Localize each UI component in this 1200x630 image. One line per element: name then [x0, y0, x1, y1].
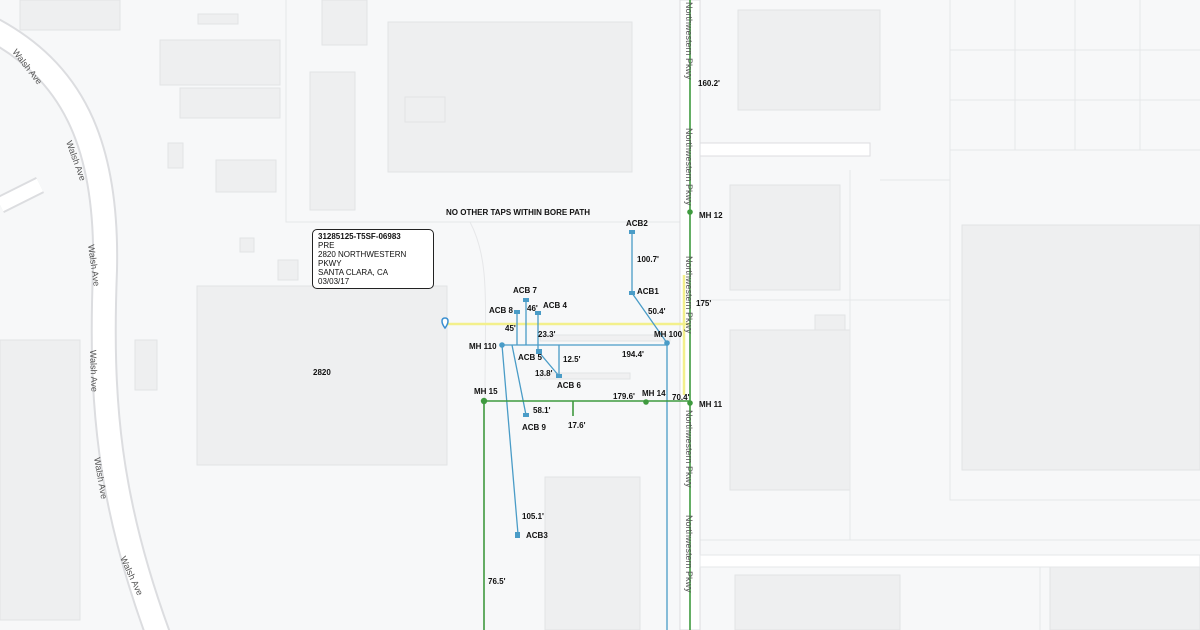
label-acb1: ACB1 [637, 287, 659, 296]
ticket-address: 2820 NORTHWESTERN PKWY [318, 250, 407, 268]
gas-lines [483, 0, 691, 630]
acb4-marker[interactable] [535, 311, 541, 315]
annotations: NO OTHER TAPS WITHIN BORE PATH 2820 ACB2… [313, 79, 723, 586]
street-label-northwestern: Northwestern Pkwy [684, 410, 694, 488]
acb7-marker[interactable] [523, 298, 529, 302]
distance-label: 45' [505, 324, 516, 333]
label-mh11: MH 11 [699, 400, 723, 409]
street-label-northwestern: Northwestern Pkwy [684, 256, 694, 334]
distance-label: 194.4' [622, 350, 644, 359]
mh14-marker[interactable] [643, 399, 649, 405]
street-label-walsh: Walsh Ave [88, 350, 99, 392]
building-label: 2820 [313, 368, 331, 377]
street-label-northwestern: Northwestern Pkwy [684, 128, 694, 206]
acb8-marker[interactable] [514, 310, 520, 314]
label-acb6: ACB 6 [557, 381, 582, 390]
mh110-marker[interactable] [499, 342, 505, 348]
distance-label: 105.1' [522, 512, 544, 521]
distance-label: 17.6' [568, 421, 586, 430]
distance-label: 13.8' [535, 369, 553, 378]
label-mh15: MH 15 [474, 387, 498, 396]
ticket-city: SANTA CLARA, CA [318, 268, 389, 277]
label-mh14: MH 14 [642, 389, 666, 398]
mh12-marker[interactable] [687, 209, 693, 215]
street-label-northwestern: Northwestern Pkwy [684, 515, 694, 593]
mh100-marker[interactable] [664, 340, 670, 346]
label-mh110: MH 110 [469, 342, 497, 351]
label-acb5: ACB 5 [518, 353, 543, 362]
acb9-marker[interactable] [523, 413, 529, 417]
structures [480, 209, 693, 538]
distance-label: 160.2' [698, 79, 720, 88]
label-acb8: ACB 8 [489, 306, 514, 315]
acb2-marker[interactable] [629, 230, 635, 234]
distance-label: 23.3' [538, 330, 556, 339]
label-mh12: MH 12 [699, 211, 723, 220]
label-acb3: ACB3 [526, 531, 548, 540]
ticket-status: PRE [318, 241, 335, 250]
street-label-northwestern: Northwestern Pkwy [684, 2, 694, 80]
acb6-marker[interactable] [556, 374, 562, 378]
distance-label: 76.5' [488, 577, 506, 586]
ticket-id: 31285125-T5SF-06983 [318, 232, 401, 241]
distance-label: 100.7' [637, 255, 659, 264]
label-acb4: ACB 4 [543, 301, 568, 310]
label-mh100: MH 100 [654, 330, 683, 339]
bore-note: NO OTHER TAPS WITHIN BORE PATH [446, 208, 590, 217]
mh15-marker[interactable] [480, 397, 488, 405]
distance-label: 50.4' [648, 307, 666, 316]
distance-label: 58.1' [533, 406, 551, 415]
distance-label: 70.4' [672, 393, 690, 402]
acb3-marker[interactable] [515, 532, 520, 538]
ticket-date: 03/03/17 [318, 277, 350, 286]
distance-label: 175' [696, 299, 711, 308]
location-pin-icon[interactable] [441, 317, 449, 330]
distance-label: 179.6' [613, 392, 635, 401]
acb5-marker[interactable] [536, 349, 542, 354]
distance-label: 46' [527, 304, 538, 313]
bore-path [447, 275, 690, 395]
acb1-marker[interactable] [629, 291, 635, 295]
distance-label: 12.5' [563, 355, 581, 364]
label-acb9: ACB 9 [522, 423, 547, 432]
mh11-marker[interactable] [687, 400, 693, 406]
label-acb7: ACB 7 [513, 286, 538, 295]
ticket-info-box: 31285125-T5SF-06983 PRE 2820 NORTHWESTER… [312, 229, 434, 289]
label-acb2: ACB2 [626, 219, 648, 228]
